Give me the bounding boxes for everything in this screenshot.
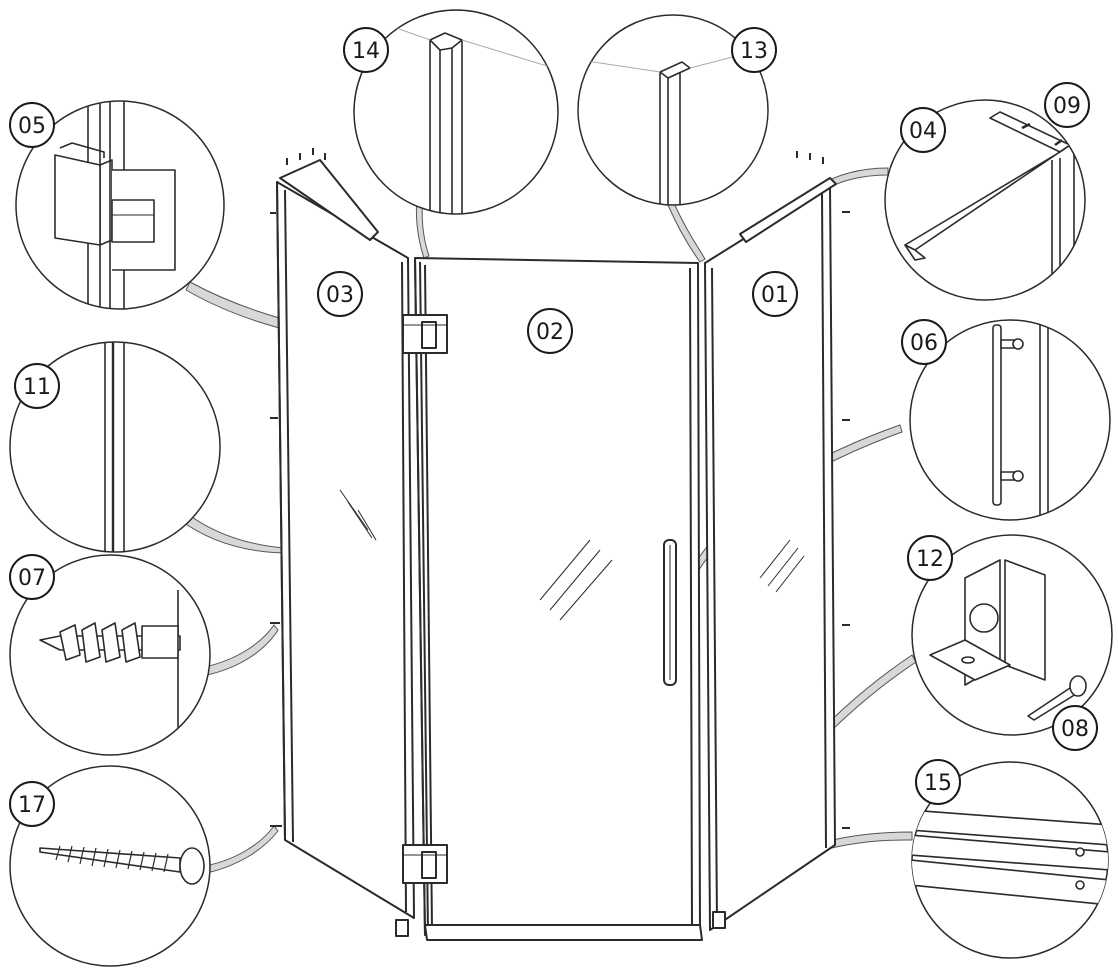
svg-text:07: 07: [18, 566, 46, 591]
seal-strip-icon: [104, 342, 125, 552]
door-hinge-bottom: [402, 844, 448, 884]
label-left-panel: 03: [317, 271, 363, 317]
label-right-panel: 01: [752, 271, 798, 317]
detail-circle-14: [353, 9, 559, 215]
svg-text:04: 04: [909, 119, 937, 144]
bottom-seal-icon: [912, 809, 1108, 906]
handle-icon: [992, 320, 1049, 520]
svg-text:15: 15: [924, 771, 952, 796]
shower-enclosure: [270, 148, 850, 941]
label-11: 11: [14, 363, 60, 409]
label-12: 12: [907, 535, 953, 581]
detail-circle-17: [9, 765, 211, 967]
detail-circle-13: [577, 14, 769, 206]
label-17: 17: [9, 781, 55, 827]
hinge-icon: [54, 101, 176, 309]
label-07: 07: [9, 554, 55, 600]
label-08: 08: [1052, 705, 1098, 751]
svg-text:03: 03: [326, 283, 354, 308]
right-panel: [395, 151, 850, 937]
svg-text:09: 09: [1053, 94, 1081, 119]
leader-07: [204, 624, 279, 676]
glass-clamp-icon: [929, 559, 1046, 686]
detail-circle-06: [909, 319, 1111, 521]
label-06: 06: [901, 319, 947, 365]
svg-text:14: 14: [352, 39, 380, 64]
svg-text:05: 05: [18, 114, 46, 139]
leader-13: [667, 202, 706, 263]
svg-text:08: 08: [1061, 717, 1089, 742]
svg-text:06: 06: [910, 331, 938, 356]
svg-text:02: 02: [536, 320, 564, 345]
svg-text:17: 17: [18, 793, 46, 818]
detail-circle-11: [9, 341, 221, 553]
svg-text:11: 11: [23, 375, 51, 400]
left-panel: [270, 148, 415, 919]
screw-icon: [39, 845, 205, 885]
label-09: 09: [1044, 82, 1090, 128]
wall-plug-icon: [39, 590, 181, 730]
label-05: 05: [9, 102, 55, 148]
svg-text:01: 01: [761, 283, 789, 308]
svg-text:13: 13: [740, 39, 768, 64]
leader-17: [204, 825, 279, 874]
svg-text:12: 12: [916, 547, 944, 572]
part-labels: 05 11 07 17 14 13 04 09: [9, 27, 1098, 827]
label-15: 15: [915, 759, 961, 805]
label-13: 13: [731, 27, 777, 73]
label-14: 14: [343, 27, 389, 73]
label-door: 02: [527, 308, 573, 354]
corner-profile-icon: [359, 14, 558, 214]
angle-profile-icon: [579, 49, 761, 205]
screw-icon: [1027, 675, 1087, 721]
leader-11: [179, 511, 285, 554]
label-04: 04: [900, 107, 946, 153]
door-hinge-top: [402, 314, 448, 354]
door-panel: [402, 257, 703, 941]
